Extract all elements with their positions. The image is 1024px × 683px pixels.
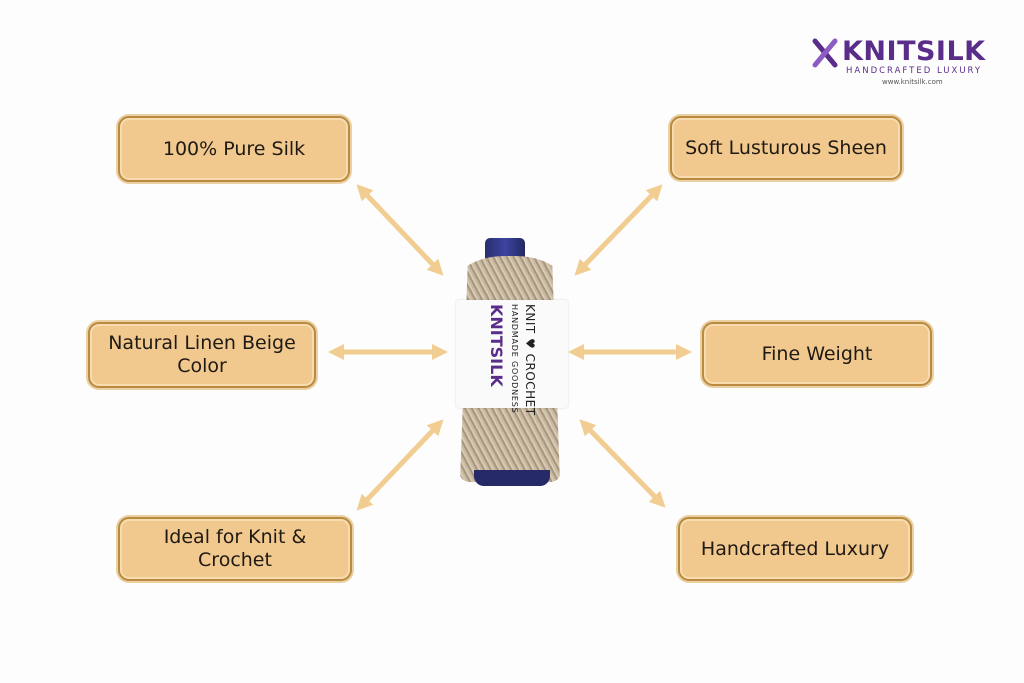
feature-box-handcrafted: Handcrafted Luxury (678, 517, 912, 581)
feature-box-pure-silk: 100% Pure Silk (118, 116, 350, 182)
brand-tagline: HANDCRAFTED LUXURY (846, 66, 983, 76)
feature-box-linen-beige: Natural Linen Beige Color (88, 322, 316, 388)
logo-x-icon (812, 38, 838, 68)
arrow-sheen (574, 184, 663, 276)
feature-box-sheen: Soft Lusturous Sheen (670, 116, 902, 180)
arrow-pure-silk (356, 184, 444, 276)
spool-label: KNIT ♥ CROCHET HANDMADE GOODNESS KNITSIL… (456, 300, 568, 416)
yarn-spool-image: KNIT ♥ CROCHET HANDMADE GOODNESS KNITSIL… (450, 238, 574, 490)
brand-name: KNITSILK (842, 36, 986, 67)
brand-url: www.knitsilk.com (882, 78, 943, 86)
brand-logo: KNITSILK HANDCRAFTED LUXURY www.knitsilk… (812, 36, 992, 88)
feature-box-knit-crochet: Ideal for Knit & Crochet (118, 517, 352, 581)
arrow-knit-crochet (356, 419, 444, 511)
arrow-handcrafted (579, 419, 666, 508)
spool-label-line2: HANDMADE GOODNESS (510, 304, 519, 414)
spool-label-brand: KNITSILK (487, 304, 506, 387)
feature-box-fine-weight: Fine Weight (702, 322, 932, 386)
spool-base (474, 470, 550, 486)
spool-label-line1: KNIT ♥ CROCHET (523, 304, 537, 416)
